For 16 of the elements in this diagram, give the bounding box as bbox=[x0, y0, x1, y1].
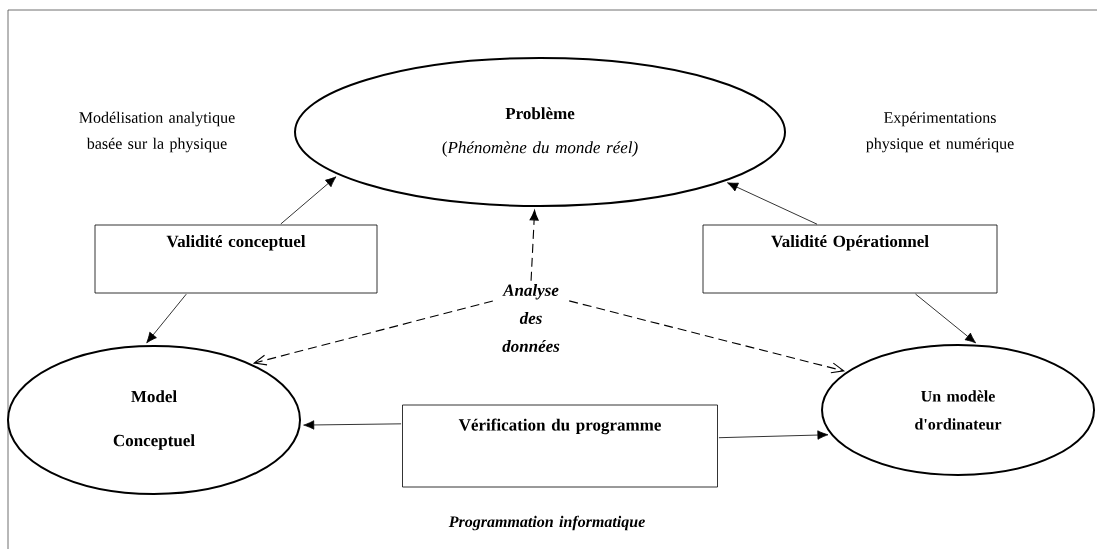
process-box: Validité conceptuel bbox=[94, 224, 378, 294]
annotation-text: Expérimentations physique et numérique bbox=[866, 111, 1014, 153]
arrow bbox=[568, 300, 846, 374]
arrow bbox=[529, 210, 539, 282]
process-box: Vérification du programme bbox=[402, 404, 718, 488]
caption-text: Programmation informatique bbox=[448, 515, 645, 531]
arrow bbox=[718, 430, 829, 440]
arrow bbox=[915, 293, 977, 344]
arrow bbox=[303, 420, 402, 430]
arrow bbox=[280, 176, 337, 225]
arrow bbox=[727, 182, 818, 225]
annotation-text: Modélisation analytique basée sur la physique bbox=[79, 111, 235, 153]
arrow bbox=[252, 300, 494, 366]
annotation-text: Analyse des données bbox=[502, 284, 560, 352]
process-box: Validité Opérationnel bbox=[702, 224, 998, 294]
arrow bbox=[146, 293, 187, 344]
